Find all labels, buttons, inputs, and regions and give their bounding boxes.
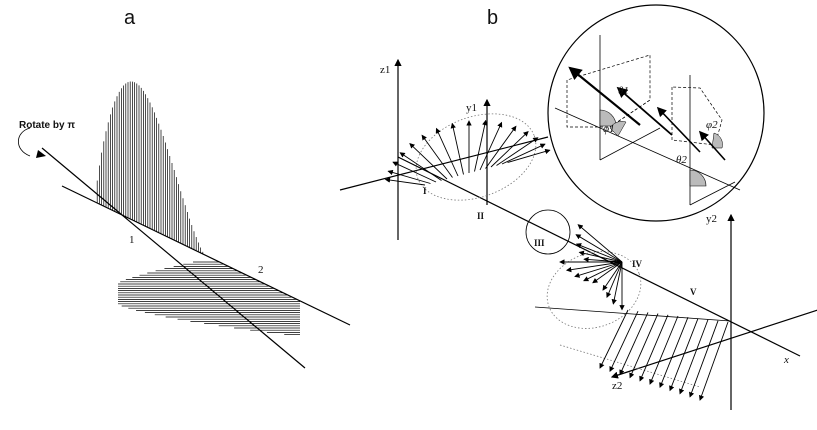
theta2-arc	[689, 169, 707, 187]
point-2-label: 2	[258, 264, 264, 276]
lower-hatched-lobe	[118, 261, 300, 335]
theta2-label: θ2	[676, 154, 687, 166]
section-v-vector	[619, 312, 649, 376]
section-ii-label: II	[477, 211, 485, 221]
point-1-label: 1	[129, 234, 135, 246]
z2-axis	[610, 309, 817, 379]
section-i-vector	[409, 143, 448, 180]
phi1-arc	[609, 121, 627, 137]
section-v-vector	[689, 320, 719, 398]
section-iv-label: IV	[632, 259, 643, 269]
z2-label: z2	[612, 380, 622, 392]
section-iv-vector	[602, 261, 623, 291]
section-v-top-edge	[534, 306, 731, 322]
section-v-vector-sheet	[599, 309, 729, 401]
z1-label: z1	[380, 64, 390, 76]
section-iv-vector	[577, 224, 623, 263]
section-v-vector	[629, 313, 659, 379]
inset-left-dashed-box	[566, 54, 651, 128]
section-i-vector	[496, 137, 539, 166]
propagation-axis-line	[61, 185, 351, 326]
section-v-vector	[669, 318, 699, 392]
section-iv-vector	[606, 261, 623, 298]
inset-left-dashed-diag	[609, 99, 651, 128]
rotate-label: Rotate by π	[19, 120, 75, 131]
inset-vector-right	[698, 130, 726, 161]
phi1-label: φ1	[603, 123, 615, 135]
inset-vector-left-2	[616, 86, 673, 136]
section-v-label: V	[690, 287, 697, 297]
section-iv-vector	[565, 261, 623, 273]
inset-right-base	[689, 181, 736, 206]
section-iv-vector	[575, 243, 623, 263]
section-i-vector	[450, 122, 464, 175]
section-i-vector	[392, 161, 437, 183]
inset-vector-left-1	[568, 66, 641, 126]
panel-b: b z1 y1 y2 z2 x I II III IV V	[339, 4, 817, 410]
y2-label: y2	[706, 213, 717, 225]
section-i-vector	[384, 177, 426, 186]
section-i-vector	[479, 121, 503, 171]
inset-right-dashed-box	[671, 86, 723, 146]
phi2-arc	[711, 132, 723, 149]
section-v-vector	[649, 315, 679, 385]
section-i-label: I	[423, 186, 427, 196]
y1-label: y1	[466, 102, 477, 114]
section-i-vector	[474, 119, 488, 172]
section-iv-vector	[583, 256, 623, 263]
inset-vector-mid	[656, 106, 701, 153]
section-iv-vector	[574, 261, 623, 278]
section-iv-vector	[583, 261, 623, 282]
section-iv-vector	[611, 261, 623, 305]
section-iv-vector	[575, 234, 623, 263]
section-i-vector	[399, 152, 442, 181]
panel-a-letter: a	[124, 7, 136, 29]
section-iv-vector	[592, 261, 623, 284]
section-v-vector	[698, 321, 729, 401]
section-iv-vector	[578, 250, 623, 263]
section-i-ellipse	[415, 113, 537, 201]
section-i-vector	[485, 125, 517, 169]
section-v-vector	[639, 314, 669, 382]
crossing-axis-line	[41, 147, 306, 369]
upper-hatched-lobe	[96, 81, 204, 254]
theta1-label: θ1	[618, 85, 629, 97]
inset-left-base	[599, 127, 661, 161]
section-i-vector	[421, 134, 453, 178]
rotate-arrow-icon	[17, 127, 31, 157]
section-v-vector	[659, 317, 689, 389]
inset-circle	[547, 4, 765, 222]
section-i-vector	[387, 169, 431, 184]
section-i-vector	[501, 143, 546, 165]
section-iii-label: III	[534, 238, 545, 248]
section-i-vector	[435, 127, 459, 177]
section-i-vector-fan	[384, 119, 551, 186]
section-i-vector	[507, 148, 551, 163]
x-label: x	[783, 354, 789, 366]
inset-zoom: θ1 θ2 φ1 φ2	[547, 4, 765, 222]
panel-b-letter: b	[487, 7, 498, 29]
section-v-vector	[599, 309, 629, 369]
section-iii-circle	[525, 209, 571, 255]
phi2-label: φ2	[706, 119, 718, 131]
panel-a: a Rotate by π 1 2	[17, 7, 351, 369]
inset-propagation-line	[554, 107, 741, 191]
section-v-vector	[679, 319, 709, 395]
rotate-arrowhead-icon	[36, 150, 46, 158]
section-iv-vector-fan	[559, 224, 625, 311]
section-i-vector	[490, 131, 529, 168]
section-v-vector	[609, 311, 639, 373]
